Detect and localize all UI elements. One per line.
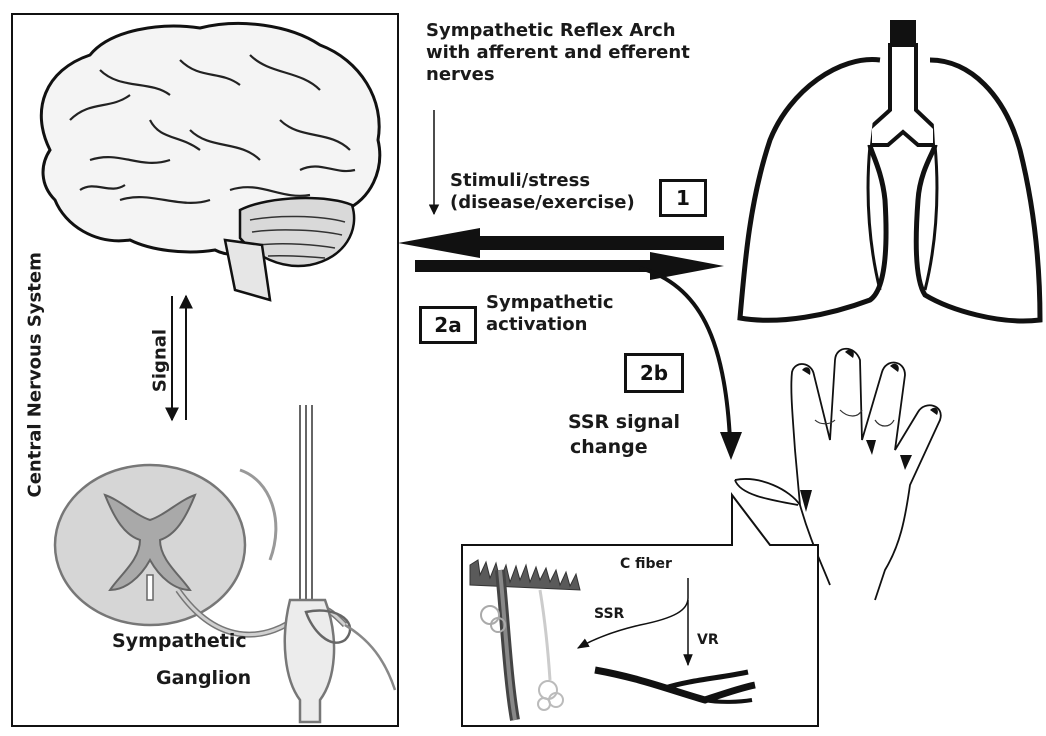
header-line-3: nerves [426,64,690,86]
header-line-1: Sympathetic Reflex Arch [426,20,690,42]
step1-line-1: Stimuli/stress [450,170,635,192]
step2a-line-1: Sympathetic [486,292,614,314]
vr-label: VR [697,632,719,648]
ganglion-label-line-1: Sympathetic [112,630,247,652]
lungs-icon [740,20,1040,321]
step2a-line-2: activation [486,314,614,336]
brain-icon [41,23,379,300]
step1-line-2: (disease/exercise) [450,192,635,214]
step2b-line-1: SSR signal [568,410,680,435]
step2b-text: SSR signal change [568,410,680,460]
signal-label: Signal [150,321,171,401]
step2b-badge: 2b [624,353,684,393]
step2b-line-2: change [568,435,680,460]
diagram-header: Sympathetic Reflex Arch with afferent an… [426,20,690,86]
ssr-label: SSR [594,606,624,622]
ganglion-label-line-2: Ganglion [156,667,251,689]
cns-label: Central Nervous System [25,258,46,498]
header-line-2: with afferent and efferent [426,42,690,64]
sympathetic-activation-arrow [415,252,724,280]
step2a-text: Sympathetic activation [486,292,614,336]
c-fiber-label: C fiber [620,556,672,572]
step2a-badge: 2a [419,306,477,344]
step1-badge: 1 [659,179,707,217]
stimuli-arrow [398,228,724,258]
step1-text: Stimuli/stress (disease/exercise) [450,170,635,214]
ssr-signal-arrowhead [720,432,742,460]
